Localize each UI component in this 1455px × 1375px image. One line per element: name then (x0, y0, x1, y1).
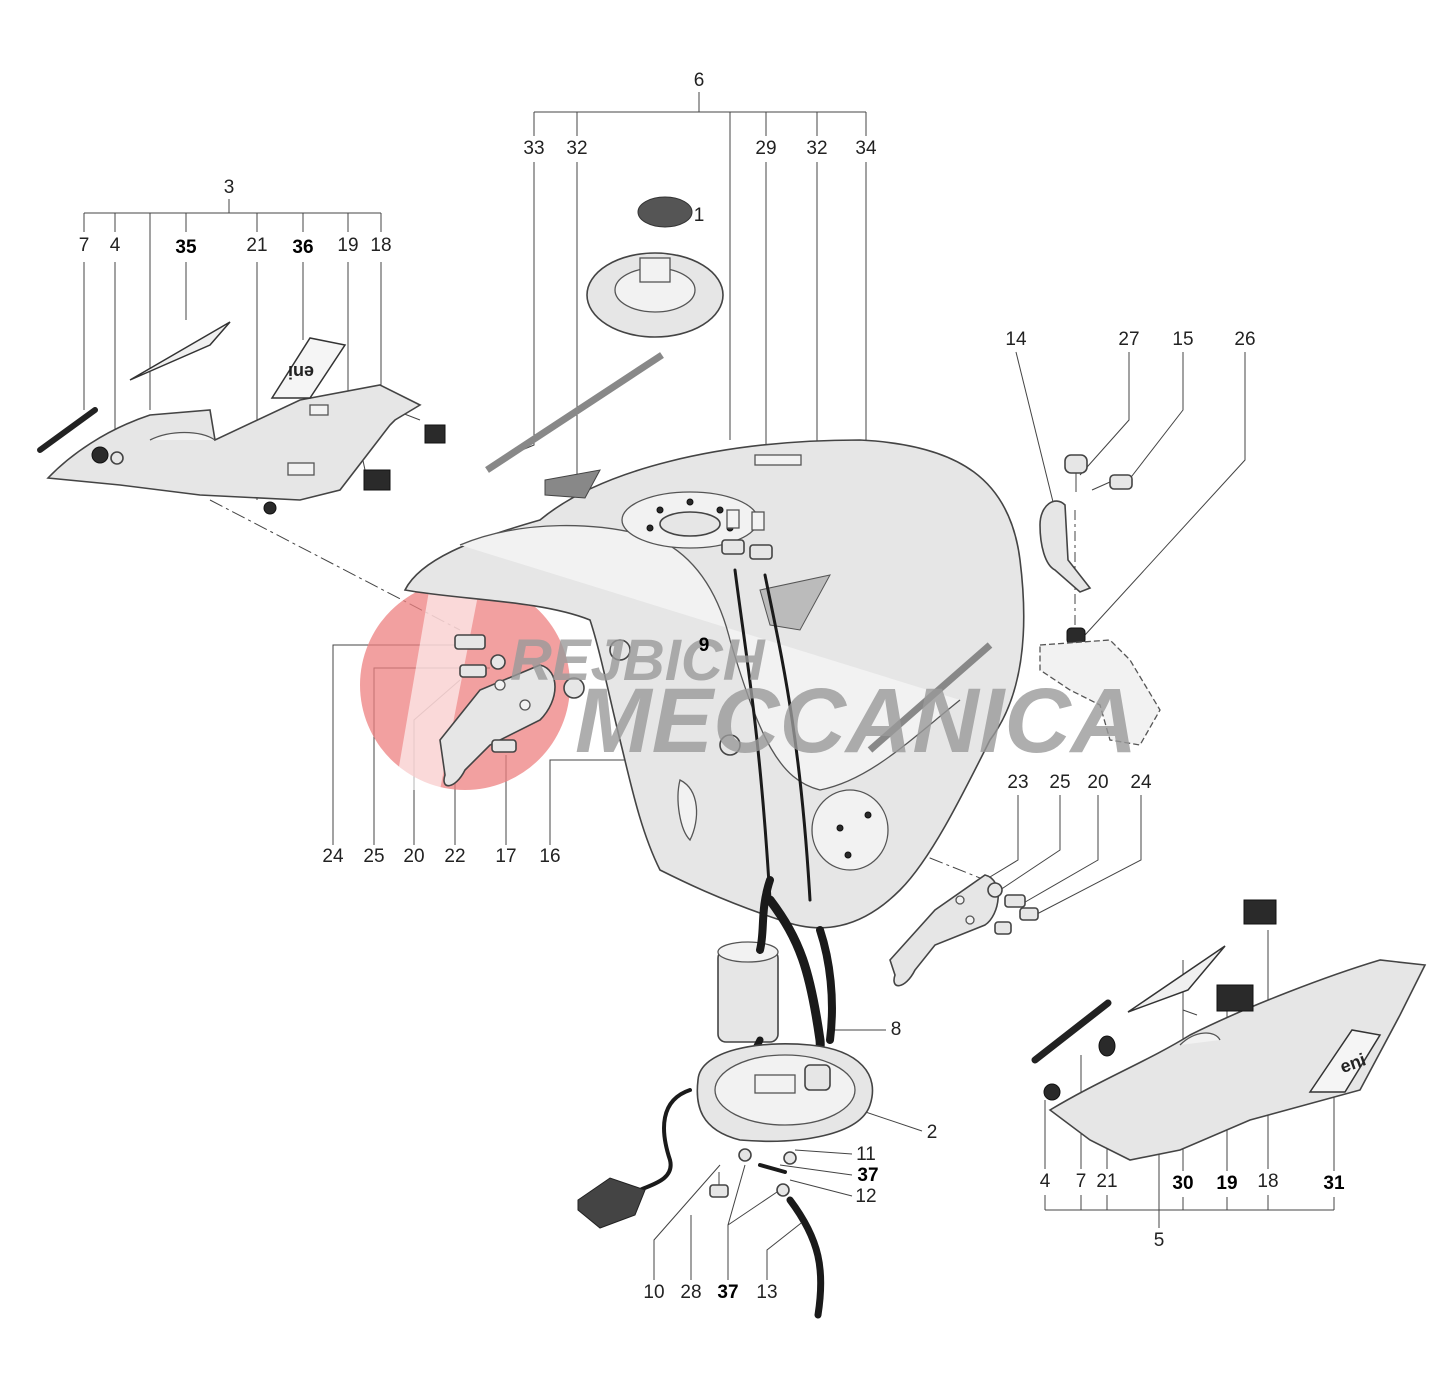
callout-c27: 27 (1118, 329, 1139, 350)
callout-c7b: 7 (1076, 1171, 1087, 1192)
fuel-pump-assembly (577, 876, 874, 1319)
callout-c20b: 20 (1087, 772, 1108, 793)
callout-c23: 23 (1007, 772, 1028, 793)
tank-stripe-33 (485, 352, 664, 473)
callout-c36: 36 (292, 237, 313, 258)
callout-c6: 6 (694, 70, 705, 91)
fuel-cap (586, 196, 724, 338)
callout-c13: 13 (756, 1282, 777, 1303)
callout-c22: 22 (444, 846, 465, 867)
right-upper-hardware (1039, 454, 1161, 746)
callout-c8: 8 (891, 1019, 902, 1040)
callout-c19b: 19 (1216, 1173, 1237, 1194)
callout-c21b: 21 (1096, 1171, 1117, 1192)
callout-c9: 9 (699, 635, 710, 656)
callout-c16: 16 (539, 846, 560, 867)
callout-c4b: 4 (1040, 1171, 1051, 1192)
left-decal-brand: eni (288, 362, 314, 382)
callout-c28: 28 (680, 1282, 701, 1303)
left-bracket-22 (439, 634, 741, 787)
left-side-panel: eni (37, 321, 446, 515)
callout-c24b: 24 (1130, 772, 1152, 793)
breather-fittings-9 (721, 509, 812, 902)
watermark-line1: REJBICH (510, 628, 766, 693)
callout-c11: 11 (856, 1144, 876, 1165)
callout-c14: 14 (1005, 329, 1027, 350)
fuel-tank (403, 439, 1025, 929)
right-side-panel: eni (1031, 899, 1427, 1161)
callout-c3: 3 (224, 177, 235, 198)
right-bracket-23 (889, 874, 1039, 987)
callout-c31: 31 (1323, 1173, 1345, 1194)
callout-c30: 30 (1172, 1173, 1193, 1194)
callout-c10: 10 (643, 1282, 664, 1303)
callout-c24a: 24 (322, 846, 344, 867)
callout-c5: 5 (1154, 1230, 1165, 1251)
callout-c2: 2 (927, 1122, 938, 1143)
callout-c18a: 18 (370, 235, 391, 256)
callout-c26: 26 (1234, 329, 1255, 350)
callout-c1: 1 (694, 205, 705, 226)
callout-c37b: 37 (717, 1282, 738, 1303)
watermark: REJBICH MECCANICA (510, 628, 1137, 772)
callout-c34: 34 (855, 138, 877, 159)
callout-c12: 12 (855, 1186, 876, 1207)
callout-c25a: 25 (363, 846, 384, 867)
callout-c32b: 32 (806, 138, 827, 159)
tank-stripe-34 (867, 642, 993, 753)
callout-c33: 33 (523, 138, 544, 159)
callout-c21a: 21 (246, 235, 267, 256)
callout-c19a: 19 (337, 235, 358, 256)
callout-c29: 29 (755, 138, 776, 159)
callout-c17: 17 (495, 846, 516, 867)
callout-c18b: 18 (1257, 1171, 1278, 1192)
callout-c15: 15 (1172, 329, 1193, 350)
callout-c32a: 32 (566, 138, 587, 159)
callout-c7a: 7 (79, 235, 90, 256)
callout-c35: 35 (175, 237, 197, 258)
watermark-line2: MECCANICA (575, 670, 1137, 772)
callout-c4a: 4 (110, 235, 121, 256)
callout-c20a: 20 (403, 846, 424, 867)
callout-c25b: 25 (1049, 772, 1070, 793)
callout-c37a: 37 (857, 1165, 878, 1186)
